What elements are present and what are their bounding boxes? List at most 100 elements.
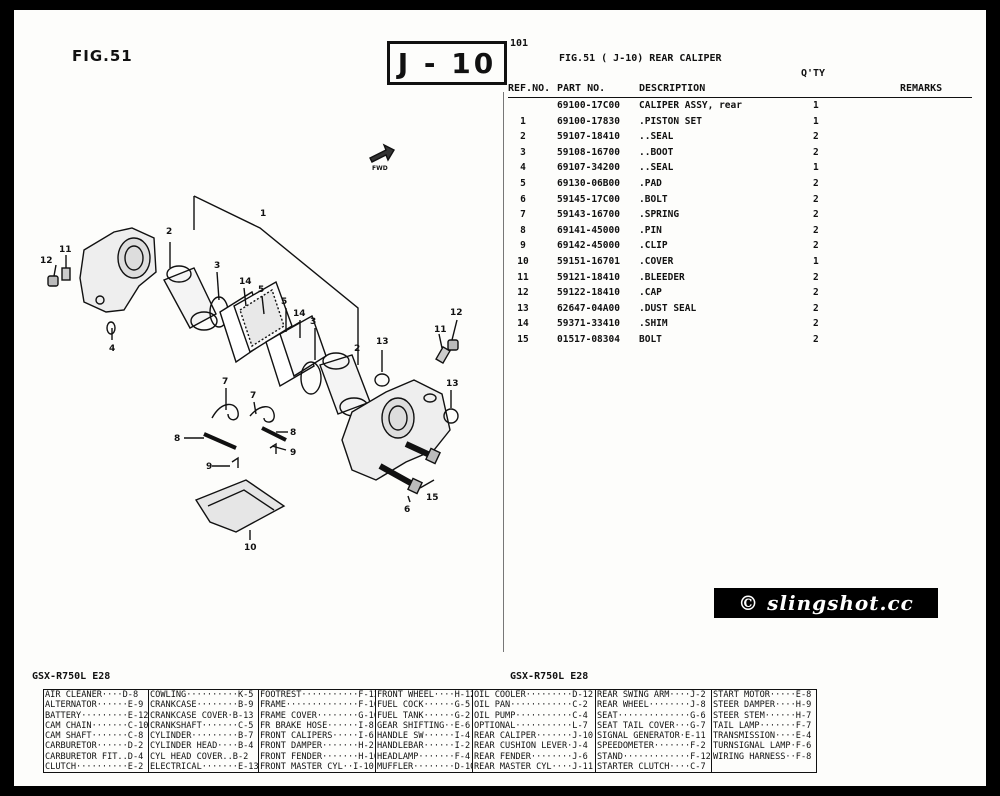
index-entry: CAM SHAFT·······C-8 bbox=[45, 731, 144, 742]
index-entry: START MOTOR·····E-8 bbox=[713, 690, 812, 700]
index-entry: CYL HEAD COVER..B-2 bbox=[150, 751, 249, 762]
index-entry: AIR CLEANER····D-8 bbox=[45, 690, 139, 700]
qty-cell: 2 bbox=[813, 287, 819, 299]
watermark: © slingshot.cc bbox=[714, 588, 938, 618]
column-divider bbox=[503, 92, 504, 652]
index-entry: SEAT TAIL COVER···G-7 bbox=[597, 720, 706, 731]
qty-cell: 2 bbox=[813, 131, 819, 143]
index-entry: REAR CUSHION LEVER·J-4 bbox=[474, 741, 588, 752]
index-entry: FRAME COVER········G-10 bbox=[260, 710, 375, 721]
index-entry: SPEEDOMETER·······F-2 bbox=[597, 741, 706, 752]
qty-cell: 1 bbox=[813, 115, 819, 127]
index-entry: CRANKSHAFT·······C-5 bbox=[150, 720, 254, 731]
pin bbox=[261, 426, 287, 442]
index-entry: OIL PAN············C-2 bbox=[474, 700, 588, 711]
assy-bracket-line bbox=[193, 195, 359, 365]
description-cell: .BLEEDER bbox=[639, 271, 685, 283]
dust-seal bbox=[443, 408, 459, 424]
parts-list-title: FIG.51 ( J-10) REAR CALIPER bbox=[559, 53, 722, 64]
description-cell: ..SEAL bbox=[639, 162, 674, 174]
index-entry: FOOTREST···········F-13 bbox=[260, 690, 375, 700]
model-label-left: GSX-R750L E28 bbox=[32, 671, 111, 682]
ref-no-cell: 1 bbox=[520, 115, 526, 127]
index-entry: REAR SWING ARM····J-2 bbox=[597, 690, 706, 700]
ref-no-cell: 4 bbox=[520, 162, 526, 174]
index-entry: HANDLE SW······I-4 bbox=[377, 731, 471, 742]
qty-cell: 2 bbox=[813, 146, 819, 158]
description-cell: .PAD bbox=[639, 177, 662, 189]
description-cell: .CLIP bbox=[639, 240, 668, 252]
index-entry: ELECTRICAL·······E-13 bbox=[150, 762, 258, 773]
description-cell: .DUST SEAL bbox=[639, 302, 697, 314]
index-entry: CARBURETOR······D-2 bbox=[45, 741, 144, 752]
callout: 8 bbox=[174, 434, 180, 444]
index-entry: MUFFLER········D-10 bbox=[377, 762, 472, 773]
index-entry: CRANKCASE········B-9 bbox=[150, 700, 254, 711]
col-description: DESCRIPTION bbox=[639, 83, 706, 94]
index-entry: CRANKCASE COVER·B-13 bbox=[150, 710, 254, 721]
callout: 13 bbox=[446, 379, 459, 389]
callout: 4 bbox=[109, 344, 115, 354]
col-ref: REF.NO. bbox=[508, 83, 551, 94]
ref-no-cell: 12 bbox=[517, 287, 529, 299]
ref-no-cell: 8 bbox=[520, 224, 526, 236]
model-label-right: GSX-R750L E28 bbox=[510, 671, 589, 682]
index-entry: FRONT FENDER·······H-10 bbox=[260, 751, 375, 762]
index-entry bbox=[713, 762, 816, 772]
index-entry: REAR FENDER········J-6 bbox=[474, 751, 588, 762]
part-no-cell: 69107-34200 bbox=[557, 162, 620, 174]
ref-no-cell: 14 bbox=[517, 318, 529, 330]
ref-no-cell: 9 bbox=[520, 240, 526, 252]
index-entry: HANDLEBAR······I-2 bbox=[377, 741, 471, 752]
ref-no-cell: 6 bbox=[520, 193, 526, 205]
index-entry: FRONT MASTER CYL··I-10 bbox=[260, 762, 374, 773]
index-entry: BATTERY·········E-12 bbox=[45, 710, 148, 721]
ref-no-cell: 11 bbox=[517, 271, 529, 283]
description-cell: .BOLT bbox=[639, 193, 668, 205]
clip bbox=[231, 456, 239, 468]
callout: 11 bbox=[434, 325, 447, 335]
callout: 14 bbox=[293, 309, 306, 319]
callout: 13 bbox=[376, 337, 389, 347]
callout: 7 bbox=[250, 391, 256, 401]
exploded-diagram: 1 2 3 14 5 5 14 3 2 12 11 4 12 11 13 13 … bbox=[40, 143, 463, 553]
index-entry: OIL COOLER·········D-12 bbox=[474, 690, 593, 700]
qty-cell: 2 bbox=[813, 318, 819, 330]
bleeder bbox=[61, 267, 71, 281]
bolt bbox=[378, 463, 418, 489]
index-entry: FUEL TANK······G-2 bbox=[377, 710, 471, 721]
description-cell: CALIPER ASSY, rear bbox=[639, 100, 742, 111]
qty-cell: 1 bbox=[813, 162, 819, 174]
forward-arrow-icon bbox=[369, 143, 395, 163]
part-no-cell: 69100-17C00 bbox=[557, 100, 620, 111]
ref-no-cell: 7 bbox=[520, 209, 526, 221]
description-cell: .COVER bbox=[639, 255, 674, 267]
index-entry: REAR CALIPER·······J-10 bbox=[474, 731, 593, 742]
callout: 5 bbox=[258, 285, 264, 295]
index-entry: TRANSMISSION····E-4 bbox=[713, 731, 812, 742]
index-entry: FRONT DAMPER·······H-2 bbox=[260, 741, 374, 752]
part-no-cell: 59143-16700 bbox=[557, 209, 620, 221]
part-no-cell: 59371-33410 bbox=[557, 318, 620, 330]
pin bbox=[203, 432, 237, 450]
index-entry: CYLINDER·········B-7 bbox=[150, 731, 254, 742]
index-entry: FRAME··············F-10 bbox=[260, 700, 375, 711]
index-entry: SIGNAL GENERATOR·E-11 bbox=[597, 731, 706, 742]
index-entry: FRONT WHEEL····H-12 bbox=[377, 690, 472, 700]
part-no-cell: 59145-17C00 bbox=[557, 193, 620, 205]
spring bbox=[211, 403, 239, 421]
piston bbox=[163, 267, 217, 329]
qty-cell: 2 bbox=[813, 333, 819, 345]
